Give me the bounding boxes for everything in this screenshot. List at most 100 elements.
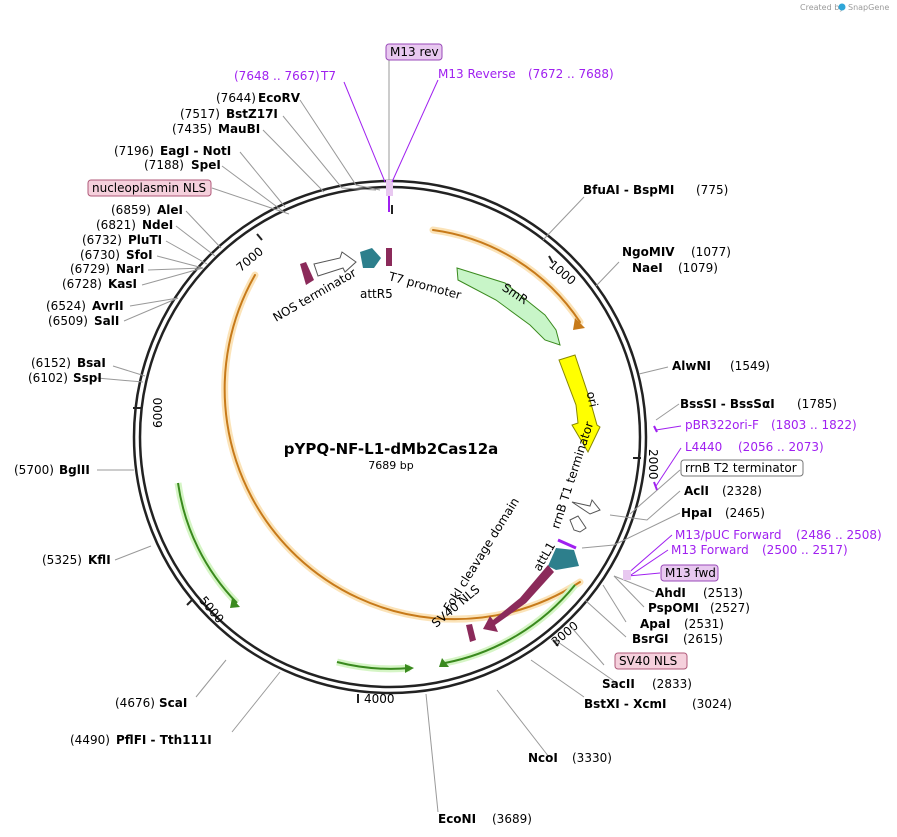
- m13-puc-name: M13/pUC Forward: [675, 528, 782, 542]
- ori-label: ori: [584, 390, 601, 408]
- orange-arcs: [221, 226, 584, 623]
- green-arc-1-arrowhead: [230, 598, 240, 608]
- leader-sali: [123, 297, 179, 322]
- leader-kasi: [141, 267, 204, 286]
- alei-pos: (6859): [111, 203, 151, 217]
- ngomiv-name: NgoMIV: [622, 245, 675, 259]
- t7-promoter-mark: [386, 248, 392, 266]
- sv40-nls-label: SV40 NLS: [619, 654, 677, 668]
- kfli-pos: (5325): [42, 553, 82, 567]
- t7-name: T7: [320, 69, 336, 83]
- apai-pos: (2531): [684, 617, 724, 631]
- leader-pflfi: [231, 671, 281, 733]
- leader-scai: [195, 659, 227, 698]
- bsai-pos: (6152): [31, 356, 71, 370]
- attl1-arrow: [548, 548, 579, 570]
- nucleoplasmin-nls-label: nucleoplasmin NLS: [92, 181, 206, 195]
- orange-arc-1-arrowhead: [573, 318, 585, 330]
- primer-mark-top: [386, 180, 393, 196]
- ndei-name: NdeI: [142, 218, 173, 232]
- eagi-name: EagI - NotI: [160, 144, 231, 158]
- pbr322-name: pBR322ori-F: [685, 418, 759, 432]
- bglii-pos: (5700): [14, 463, 54, 477]
- spei-name: SpeI: [191, 158, 221, 172]
- leader-t7: [343, 81, 386, 183]
- m13-forward-pos: (2500 .. 2517): [762, 543, 848, 557]
- m13fwd-mark: [623, 570, 631, 580]
- m13-fwd-box: [660, 564, 719, 582]
- leader-nari: [147, 267, 204, 271]
- l4440-pos: (2056 .. 2073): [738, 440, 824, 454]
- alei-name: AleI: [157, 203, 183, 217]
- nucleoplasmin-nls-box: [87, 179, 212, 197]
- maubi-name: MauBI: [218, 122, 260, 136]
- ncoi-name: NcoI: [528, 751, 558, 765]
- green-arc-3-arrowhead: [439, 658, 449, 667]
- scai-pos: (4676): [115, 696, 155, 710]
- leader-alwni: [638, 366, 669, 375]
- bstxi-pos: (3024): [692, 697, 732, 711]
- rrnb-t1-arrow: [571, 498, 601, 515]
- leader-m13forward: [627, 549, 669, 578]
- avrii-name: AvrII: [92, 299, 124, 313]
- tick-label-6000: 6000: [151, 397, 165, 428]
- leader-bstxi: [530, 659, 585, 698]
- leader-bsai: [112, 365, 146, 377]
- t7-promoter-label: T7 promoter: [386, 269, 463, 302]
- plasmid-length: 7689 bp: [368, 459, 413, 472]
- leader-nucleoplasmin: [211, 187, 290, 215]
- bstxi-name: BstXI - XcmI: [584, 697, 666, 711]
- leader-pspomi: [613, 575, 645, 608]
- leader-pbr322: [655, 425, 682, 431]
- l4440-name: L4440: [685, 440, 722, 454]
- bfuai-name: BfuAI - BspMI: [583, 183, 674, 197]
- snapgene-logo-icon: [838, 3, 846, 11]
- rrnb-t2-box: [680, 459, 804, 477]
- leader-econi: [425, 693, 439, 813]
- alwni-name: AlwNI: [672, 359, 711, 373]
- leader-ngomiv: [595, 261, 620, 287]
- primer-mark-inner: [557, 538, 577, 550]
- sv40-nls-mark: [466, 624, 476, 642]
- leader-m13reverse: [391, 79, 439, 183]
- bstz17i-name: BstZ17I: [226, 107, 278, 121]
- sspi-name: SspI: [73, 371, 102, 385]
- bsssi-name: BssSI - BssSαI: [680, 397, 775, 411]
- bsai-name: BsaI: [77, 356, 106, 370]
- m13-puc-pos: (2486 .. 2508): [796, 528, 882, 542]
- credit-created-by: Created by: [800, 3, 844, 12]
- nari-name: NarI: [116, 262, 145, 276]
- rrnb-t2-label: rrnB T2 terminator: [685, 461, 797, 475]
- nari-pos: (6729): [70, 262, 110, 276]
- t7-pos: (7648 .. 7667): [234, 69, 320, 83]
- pbr322-pos: (1803 .. 1822): [771, 418, 857, 432]
- apai-name: ApaI: [640, 617, 670, 631]
- leader-ecorv: [299, 99, 381, 191]
- leader-acli: [609, 490, 681, 521]
- ngomiv-pos: (1077): [691, 245, 731, 259]
- sacii-pos: (2833): [652, 677, 692, 691]
- leader-hpai: [581, 512, 681, 549]
- leader-m13puc: [625, 534, 673, 576]
- sali-name: SalI: [94, 314, 119, 328]
- bsrgi-pos: (2615): [683, 632, 723, 646]
- avrii-pos: (6524): [46, 299, 86, 313]
- green-arc-1: [177, 482, 238, 604]
- leader-eagi: [239, 151, 286, 208]
- leader-bsrgi: [584, 599, 627, 638]
- m13-rev-label: M13 rev: [390, 45, 439, 59]
- sv40-nls-box: [614, 652, 688, 670]
- bfuai-pos: (775): [696, 183, 728, 197]
- maubi-pos: (7435): [172, 122, 212, 136]
- attr5-label: attR5: [360, 287, 393, 301]
- econi-pos: (3689): [492, 812, 532, 826]
- leader-rrnb-t2: [629, 469, 681, 515]
- acli-pos: (2328): [722, 484, 762, 498]
- green-arc-3: [444, 584, 576, 664]
- leader-sspi: [96, 377, 144, 383]
- pspomi-pos: (2527): [710, 601, 750, 615]
- tick-label-2000: 2000: [646, 449, 660, 480]
- alwni-pos: (1549): [730, 359, 770, 373]
- leader-apai: [602, 584, 627, 623]
- attr5-arrow: [360, 248, 381, 268]
